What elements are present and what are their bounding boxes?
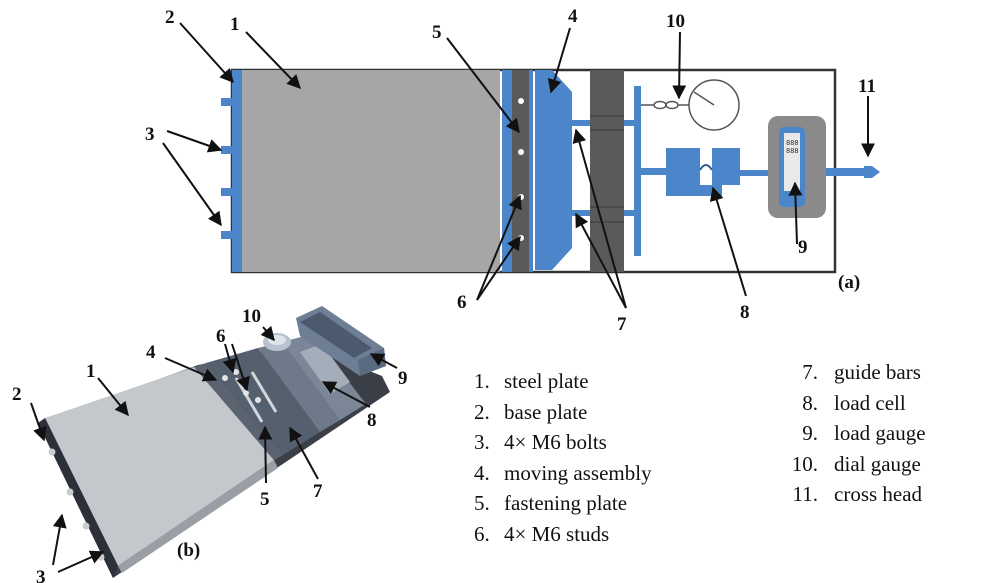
callout-a-4: 4 — [568, 6, 578, 27]
legend-number: 1. — [474, 369, 490, 393]
legend-number: 11. — [792, 482, 818, 506]
legend-text: load gauge — [834, 421, 926, 445]
legend-text: steel plate — [504, 369, 589, 393]
callout-b-1: 1 — [86, 361, 96, 382]
fastening-plate-edge — [529, 70, 533, 272]
panel-a-label: (a) — [838, 272, 860, 293]
callout-a-6: 6 — [457, 292, 467, 313]
legend-number: 2. — [474, 399, 490, 424]
callout-a-9: 9 — [798, 237, 808, 258]
panel-b-label: (b) — [177, 540, 200, 561]
leader-lines-b — [30, 325, 398, 573]
callout-b-5: 5 — [260, 489, 270, 510]
legend-left-item: 6. 4× M6 studs — [474, 519, 652, 550]
legend-number: 10. — [791, 451, 818, 476]
callout-b-9: 9 — [398, 368, 408, 389]
callout-b-6: 6 — [216, 326, 226, 347]
base-plate — [232, 70, 242, 272]
render-steel-plate — [45, 367, 274, 566]
legend-text: 4× M6 bolts — [504, 430, 607, 454]
bolt — [221, 146, 232, 154]
callout-a-11: 11 — [858, 76, 876, 97]
legend-left-item: 2. base plate — [474, 397, 652, 428]
bolt — [221, 98, 232, 106]
callout-b-4: 4 — [146, 342, 156, 363]
legend-right-item: 7. guide bars — [760, 357, 926, 388]
load-cell — [666, 148, 740, 196]
moving-assembly — [535, 70, 572, 270]
legend-right-item: 9. load gauge — [760, 418, 926, 449]
fastening-plate — [502, 70, 512, 272]
legend-left-item: 1. steel plate — [474, 366, 652, 397]
callout-a-10: 10 — [666, 11, 685, 32]
legend-right-item: 11. cross head — [760, 479, 926, 510]
legend-text: load cell — [834, 390, 906, 415]
legend-number: 5. — [474, 491, 490, 515]
legend-text: cross head — [834, 482, 923, 506]
legend-left-item: 4. moving assembly — [474, 458, 652, 489]
callout-a-8: 8 — [740, 302, 750, 323]
cross-member — [634, 86, 641, 256]
cross-head — [864, 166, 880, 178]
legend-number: 4. — [474, 460, 490, 485]
legend-left-item: 5. fastening plate — [474, 488, 652, 519]
legend-text: dial gauge — [834, 451, 921, 476]
svg-text:888: 888 — [786, 147, 799, 155]
legend-text: moving assembly — [504, 460, 652, 485]
panel-b-render: 1 2 3 4 5 6 7 8 9 10 (b) — [12, 306, 408, 583]
legend-right: 7. guide bars 8. load cell 9. load gauge 10. di… — [760, 357, 926, 510]
legend-number: 9. — [802, 421, 818, 445]
callout-a-7: 7 — [617, 314, 627, 335]
legend-left-item: 3. 4× M6 bolts — [474, 427, 652, 458]
callout-a-1: 1 — [230, 14, 240, 35]
stud — [518, 149, 524, 155]
legend-text: fastening plate — [504, 491, 628, 515]
legend-number: 7. — [802, 360, 818, 384]
legend-text: guide bars — [834, 360, 921, 384]
callout-b-3: 3 — [36, 567, 46, 583]
bolt — [221, 188, 232, 196]
legend-right-item: 10. dial gauge — [760, 449, 926, 480]
stud — [518, 98, 524, 104]
steel-plate — [242, 70, 500, 272]
legend-number: 3. — [474, 430, 490, 454]
callout-a-2: 2 — [165, 7, 175, 28]
callout-b-10: 10 — [242, 306, 261, 327]
svg-text:888: 888 — [786, 139, 799, 147]
leader-lines-a — [162, 22, 875, 309]
callout-b-2: 2 — [12, 384, 22, 405]
render-base-plate — [38, 418, 118, 578]
legend-number: 6. — [474, 521, 490, 546]
callout-b-8: 8 — [367, 410, 377, 431]
legend-text: 4× M6 studs — [504, 521, 610, 546]
legend-right-item: 8. load cell — [760, 388, 926, 419]
legend-text: base plate — [504, 399, 588, 424]
bolt — [221, 231, 232, 239]
callout-a-5: 5 — [432, 22, 442, 43]
legend-left: 1. steel plate 2. base plate 3. 4× M6 bolts 4.… — [474, 366, 652, 549]
callout-b-7: 7 — [313, 481, 323, 502]
panel-a-schematic: 888 888 1 2 3 4 5 6 7 8 9 — [145, 6, 880, 335]
legend-number: 8. — [802, 390, 818, 415]
callout-a-3: 3 — [145, 124, 155, 145]
